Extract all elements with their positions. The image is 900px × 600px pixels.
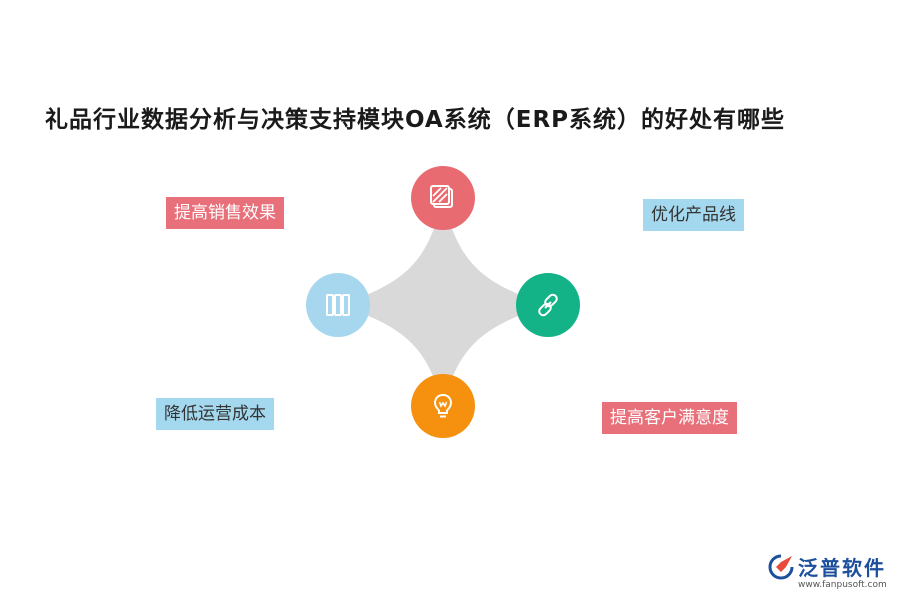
benefit-tag-reduce-cost: 降低运营成本 [156,398,274,430]
benefit-tag-customer-satisfaction: 提高客户满意度 [602,402,737,434]
brand-logo: 泛普软件 www.fanpusoft.com [768,552,893,596]
books-icon [326,294,350,316]
logo-name: 泛普软件 [798,556,886,580]
node-bottom [411,374,475,438]
page-title: 礼品行业数据分析与决策支持模块OA系统（ERP系统）的好处有哪些 [45,107,786,133]
benefit-tag-optimize-product-line: 优化产品线 [643,199,744,231]
striped-square-icon [430,185,453,208]
node-right [516,273,580,337]
node-top [411,166,475,230]
benefit-tag-increase-sales: 提高销售效果 [166,197,284,229]
node-left [306,273,370,337]
fanpu-logo-icon [768,554,794,580]
link-icon [538,293,558,317]
star-shape [338,198,549,406]
logo-url: www.fanpusoft.com [798,580,887,590]
lightbulb-icon [433,393,453,418]
